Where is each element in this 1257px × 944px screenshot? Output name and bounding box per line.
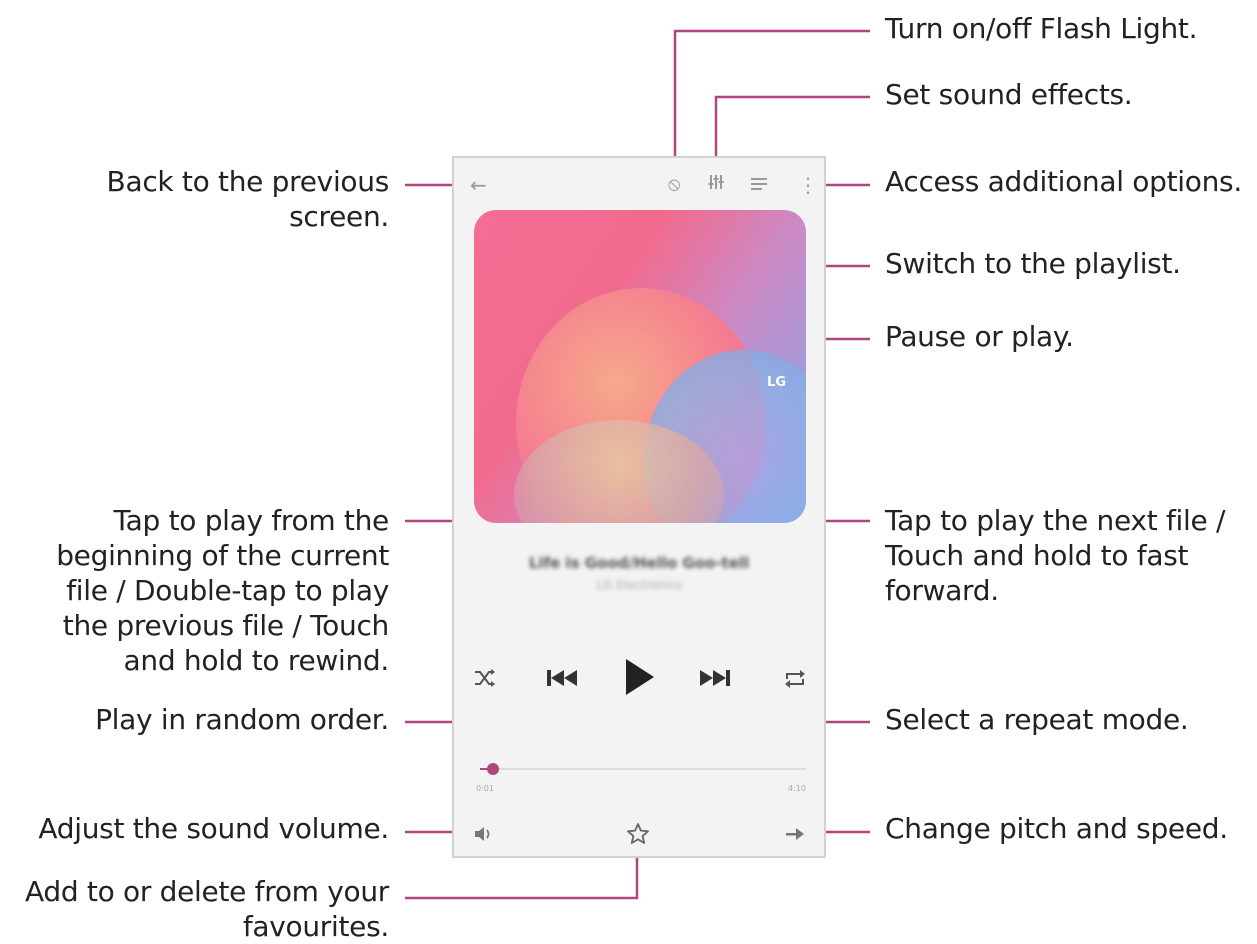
callout-favourites: Add to or delete from your favourites.	[25, 875, 389, 943]
more-vertical-icon[interactable]: ⋮	[798, 173, 818, 197]
track-title: Life is Good/Hello Goo-tell	[528, 554, 750, 572]
flash-icon[interactable]: ⦸	[668, 173, 681, 195]
callout-next: Tap to play the next file / Touch and ho…	[885, 504, 1226, 607]
progress-thumb[interactable]	[487, 763, 500, 775]
callout-random-order: Play in random order.	[95, 703, 389, 736]
star-icon[interactable]	[626, 822, 650, 850]
album-logo: LG	[767, 375, 786, 390]
playlist-icon[interactable]	[750, 176, 768, 196]
progress-bar[interactable]	[480, 763, 806, 775]
arrow-left-icon[interactable]: ←	[470, 173, 487, 197]
shuffle-icon[interactable]	[474, 668, 496, 691]
skip-next-icon[interactable]	[700, 669, 730, 690]
callout-pitch-speed: Change pitch and speed.	[885, 812, 1228, 845]
time-total: 4:10	[788, 784, 806, 793]
repeat-icon[interactable]	[784, 669, 806, 692]
pitch-speed-icon[interactable]	[786, 826, 806, 846]
callout-previous: Tap to play from the beginning of the cu…	[56, 504, 389, 677]
callout-playlist: Switch to the playlist.	[885, 247, 1181, 280]
track-artist: LG Electronics	[596, 578, 682, 592]
album-art: LG	[474, 210, 806, 523]
progress-fill	[480, 768, 494, 770]
play-icon[interactable]	[624, 657, 656, 700]
time-elapsed: 0:01	[476, 784, 494, 793]
volume-icon[interactable]	[474, 826, 492, 846]
callout-additional-options: Access additional options.	[885, 165, 1242, 198]
callout-flash-light: Turn on/off Flash Light.	[885, 12, 1198, 45]
callout-back: Back to the previous screen.	[106, 165, 390, 233]
callout-pause-play: Pause or play.	[885, 320, 1074, 353]
skip-previous-icon[interactable]	[547, 669, 577, 690]
callout-sound-effects: Set sound effects.	[885, 78, 1133, 111]
callout-repeat-mode: Select a repeat mode.	[885, 703, 1189, 736]
equalizer-icon[interactable]	[708, 173, 724, 195]
callout-volume: Adjust the sound volume.	[38, 812, 389, 845]
music-player-screen: ← ⦸ ⋮ LG Life is Good/Hello Goo-tell LG …	[452, 156, 826, 858]
